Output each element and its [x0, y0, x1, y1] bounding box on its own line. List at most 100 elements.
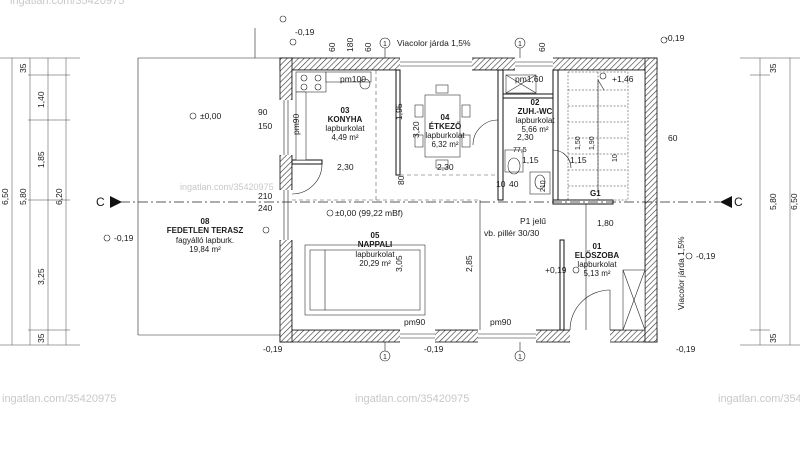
room-zuhwc-finish: lapburkolat	[515, 116, 555, 125]
room-etkezo-num: 04	[441, 113, 450, 122]
dim-210-bath: 210	[540, 180, 547, 192]
dim-right-580: 5,80	[768, 193, 778, 210]
room-nappali-num: 05	[371, 231, 380, 240]
room-konyha-finish: lapburkolat	[325, 124, 365, 133]
watermark-bottom-3: ingatlan.com/35420975	[718, 393, 800, 405]
room-terasz: 08 FEDETLEN TERASZ fagyálló lapburk. 19,…	[167, 217, 244, 254]
room-eloszoba-num: 01	[593, 242, 602, 251]
room-terasz-area: 19,84 m²	[189, 245, 221, 254]
marker-1-b: 1	[518, 41, 522, 48]
room-etkezo: 04 ÉTKEZŐ lapburkolat 6,32 m²	[425, 113, 465, 149]
dim-left-35-bottom: 35	[36, 333, 46, 343]
dim-60: 60	[668, 133, 678, 143]
pm90-bottom-b: pm90	[490, 317, 512, 327]
dim-left-140: 1,40	[36, 91, 46, 108]
dining-table	[414, 84, 471, 169]
dim-320: 3,20	[411, 121, 421, 138]
level-019-left: -0,19	[114, 233, 134, 243]
right-dimension-lines	[740, 57, 800, 346]
level-019-bottom-center: -0,19	[424, 344, 444, 354]
pm100-label: pm100	[340, 74, 366, 84]
dim-left-35-top: 35	[18, 63, 28, 73]
g1-label: G1	[590, 189, 601, 198]
dim-top-60-c: 60	[537, 42, 547, 52]
dim-190: 1,90	[589, 136, 596, 150]
dim-80: 80	[396, 175, 406, 185]
dim-210: 210	[258, 191, 272, 201]
level-terrace: ±0,00	[200, 111, 221, 121]
staircase	[567, 71, 629, 201]
pm90-side-label: pm90	[291, 113, 301, 135]
section-axis	[110, 196, 732, 208]
dim-10-stair: 10	[612, 154, 619, 162]
marker-1-d: 1	[518, 354, 522, 361]
room-nappali-area: 20,29 m²	[359, 259, 391, 268]
room-eloszoba-finish: lapburkolat	[577, 260, 617, 269]
dim-right-35-bottom: 35	[768, 333, 778, 343]
dim-150: 150	[258, 121, 272, 131]
viacolor-top-note: Viacolor járda 1,5%	[397, 38, 471, 48]
room-terasz-finish: fagyálló lapburk.	[176, 236, 234, 245]
level-019-right: -0,19	[696, 251, 716, 261]
level-019-bottom-right: -0,19	[676, 344, 696, 354]
entry-closet	[622, 269, 646, 331]
room-nappali: 05 NAPPALI lapburkolat 20,29 m²	[355, 231, 395, 268]
axis-markers	[379, 37, 526, 362]
dim-195: 1,95	[394, 103, 404, 120]
room-zuhwc: 02 ZUH.-WC lapburkolat 5,66 m²	[515, 98, 555, 134]
openings	[278, 56, 611, 344]
dim-left-185: 1,85	[36, 151, 46, 168]
room-zuhwc-name: ZUH.-WC	[518, 107, 553, 116]
level-019-top-right: -0,19	[665, 33, 685, 43]
viacolor-right-note: Viacolor járda 1,5%	[676, 236, 686, 310]
dim-left-325: 3,25	[36, 268, 46, 285]
dim-230-bath: 2,30	[517, 132, 534, 142]
terrace-outline	[137, 28, 285, 336]
dim-775: 77,5	[513, 147, 527, 154]
dim-230-kitchen: 2,30	[337, 162, 354, 172]
level-markers	[103, 15, 693, 274]
dim-115-a: 1,15	[522, 155, 539, 165]
room-konyha-num: 03	[341, 106, 350, 115]
dim-top-60-b: 60	[363, 42, 373, 52]
pm90-bottom-a: pm90	[404, 317, 426, 327]
bathroom-fixtures	[504, 74, 551, 195]
room-terasz-name: FEDETLEN TERASZ	[167, 226, 244, 235]
dim-305: 3,05	[394, 255, 404, 272]
dim-150-stair: 1,50	[575, 136, 582, 150]
marker-1-c: 1	[383, 354, 387, 361]
dim-230-dining: 2,30	[437, 162, 454, 172]
dim-10-bath: 10	[496, 179, 506, 189]
dim-left-580: 5,80	[18, 188, 28, 205]
room-terasz-num: 08	[201, 217, 210, 226]
room-eloszoba-name: ELŐSZOBA	[575, 251, 620, 260]
marker-1-a: 1	[383, 41, 387, 48]
watermark-bottom-2: ingatlan.com/35420975	[355, 393, 469, 405]
dim-left-650: 6,50	[0, 188, 10, 205]
room-etkezo-finish: lapburkolat	[425, 131, 465, 140]
pillar-note-b: vb. pillér 30/30	[484, 228, 540, 238]
room-eloszoba: 01 ELŐSZOBA lapburkolat 5,13 m²	[575, 242, 620, 278]
left-dimension-lines	[0, 57, 80, 346]
watermark-bottom-1: ingatlan.com/35420975	[2, 393, 116, 405]
pillar-note-a: P1 jelű	[520, 216, 546, 226]
dim-180: 1,80	[597, 218, 614, 228]
dim-top-60-a: 60	[327, 42, 337, 52]
dim-90: 90	[258, 107, 268, 117]
room-nappali-name: NAPPALI	[358, 240, 393, 249]
watermark-center: ingatlan.com/35420975	[180, 182, 274, 192]
kitchen-fixtures	[295, 71, 372, 161]
level-019-bottom-left: -0,19	[263, 344, 283, 354]
dim-left-620: 6,20	[54, 188, 64, 205]
living-sofa	[304, 244, 426, 316]
room-nappali-finish: lapburkolat	[355, 250, 395, 259]
room-konyha-area: 4,49 m²	[331, 133, 358, 142]
dim-240: 240	[258, 203, 272, 213]
dim-right-35-top: 35	[768, 63, 778, 73]
dim-40: 40	[509, 179, 519, 189]
room-etkezo-area: 6,32 m²	[431, 140, 458, 149]
room-eloszoba-area: 5,13 m²	[583, 269, 610, 278]
axis-label-right: C	[734, 195, 743, 209]
watermark-top-left: ingatlan.com/35420975	[10, 0, 124, 7]
